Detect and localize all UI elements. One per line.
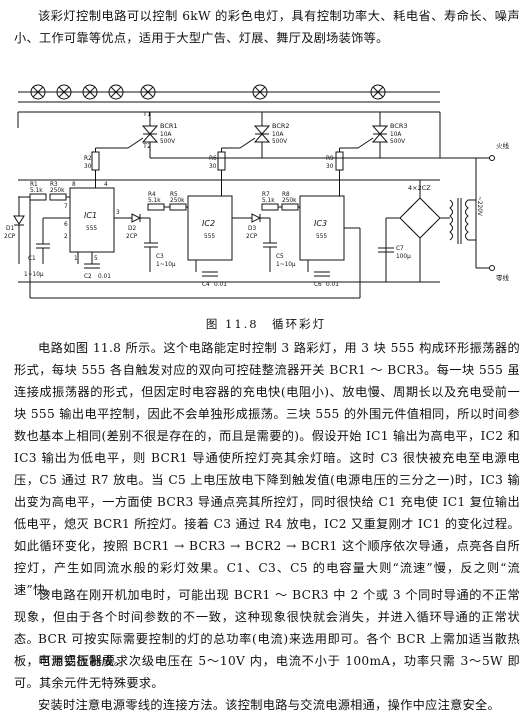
r3-label: R3: [50, 182, 58, 188]
bcr1-triac: [127, 112, 159, 158]
ic1-label: IC1: [84, 211, 97, 220]
paragraph-5: 安装时注意电源零线的连接方法。该控制电路与交流电源相通，操作中应注意安全。: [38, 698, 501, 712]
r6-label: R6: [209, 156, 217, 162]
bcr1-rating-a: 10A: [160, 132, 171, 138]
bcr3-rating-a: 10A: [390, 132, 401, 138]
r6-value: 30: [209, 164, 217, 170]
r9-label: R9: [326, 156, 334, 162]
bridge-label: 4×2CZ: [408, 184, 431, 192]
d1-label: D1: [6, 226, 14, 232]
ic3-box: [299, 195, 345, 261]
paragraph-1: 电路如图 11.8 所示。这个电路能定时控制 3 路彩灯，用 3 块 555 构…: [14, 341, 520, 597]
paragraph-3: BCR 可按实际需要控制的灯的总功率(电流)来选用即可。各个 BCR 上需加适当…: [14, 632, 520, 668]
c4-value: 0.01: [214, 282, 227, 288]
c2-label: C2: [84, 274, 92, 280]
intro-paragraph: 该彩灯控制电路可以控制 6kW 的彩色电灯，具有控制功率大、耗电省、寿命长、噪声…: [14, 9, 520, 45]
d1-value: 2CP: [4, 234, 16, 240]
c4-label: C4: [202, 282, 210, 288]
ic1-pin1: 1: [74, 256, 78, 262]
bcr3-label: BCR3: [390, 122, 408, 130]
r3-value: 250k: [50, 188, 65, 194]
d3-value: 2CP: [246, 234, 258, 240]
bcr1-rating-v: 500V: [160, 139, 175, 145]
r8-value: 250k: [282, 198, 297, 204]
c7-label: C7: [396, 246, 404, 252]
r2-value: 30: [84, 164, 92, 170]
ic1-box: [69, 187, 115, 253]
paragraph-4: 电源变压器要求次级电压在 5～10V 内，电流不小于 100mA，功率只需 3～…: [14, 654, 520, 690]
ic2-box: [187, 195, 233, 261]
ic1-pin7: 7: [64, 204, 68, 210]
r8-label: R8: [282, 192, 290, 198]
t2-label: T2: [142, 142, 151, 150]
bcr1-label: BCR1: [160, 122, 178, 130]
bcr3-rating-v: 500V: [390, 139, 405, 145]
ic1-pin2: 2: [64, 234, 68, 240]
r4-label: R4: [148, 192, 156, 198]
ic1-pin8: 8: [72, 182, 76, 188]
transformer-label: ~220V: [476, 196, 482, 216]
r5-label: R5: [170, 192, 178, 198]
bcr2-triac: [239, 112, 271, 158]
bcr2-rating-a: 10A: [272, 132, 283, 138]
ic2-model: 555: [204, 234, 215, 240]
ic1-model: 555: [86, 226, 97, 232]
ic2-label: IC2: [202, 219, 215, 228]
bcr2-label: BCR2: [272, 122, 290, 130]
ic3-model: 555: [316, 234, 327, 240]
d2-value: 2CP: [126, 234, 138, 240]
ic1-pin4: 4: [104, 182, 108, 188]
live-wire-label: 火线: [496, 141, 510, 150]
ic1-pin3: 3: [116, 210, 120, 216]
ic1-pin5: 5: [94, 256, 98, 262]
c6-value: 0.01: [326, 282, 339, 288]
bcr3-triac: [357, 112, 389, 158]
figure-caption: 图 11.8 循环彩灯: [205, 317, 327, 331]
circuit-diagram: T1 T2 BCR1 10A 500V BCR2 10A 500V BCR3 1…: [4, 84, 510, 299]
r2-label: R2: [84, 156, 92, 162]
r5-value: 250k: [170, 198, 185, 204]
c5-label: C5: [276, 254, 284, 260]
bridge-rectifier: [399, 197, 441, 239]
c2-value: 0.01: [98, 274, 111, 280]
r4-value: 5.1k: [148, 198, 161, 204]
c1-value: 1~10μ: [24, 272, 44, 278]
c3-value: 1~10μ: [156, 262, 176, 268]
c3-label: C3: [156, 254, 164, 260]
c1-label: C1: [28, 256, 36, 262]
bcr2-rating-v: 500V: [272, 139, 287, 145]
t1-label: T1: [142, 110, 151, 118]
paragraph-2: 该电路在刚开机加电时，可能出现 BCR1 ～ BCR3 中 2 个或 3 个同时…: [14, 588, 520, 646]
r7-value: 5.1k: [262, 198, 275, 204]
r1-label: R1: [30, 182, 38, 188]
neutral-wire-label: 零线: [496, 273, 510, 282]
c5-value: 1~10μ: [276, 262, 296, 268]
d3-label: D3: [248, 226, 256, 232]
c6-label: C6: [314, 282, 322, 288]
d2-label: D2: [128, 226, 136, 232]
lamp-row: [30, 84, 386, 100]
c7-value: 100μ: [396, 254, 411, 260]
figure-labels: T1 T2 BCR1 10A 500V BCR2 10A 500V BCR3 1…: [4, 110, 510, 288]
r7-label: R7: [262, 192, 270, 198]
r9-value: 30: [326, 164, 334, 170]
ic1-pin6: 6: [64, 222, 68, 228]
r1-value: 5.1k: [30, 188, 43, 194]
ic3-label: IC3: [314, 219, 327, 228]
